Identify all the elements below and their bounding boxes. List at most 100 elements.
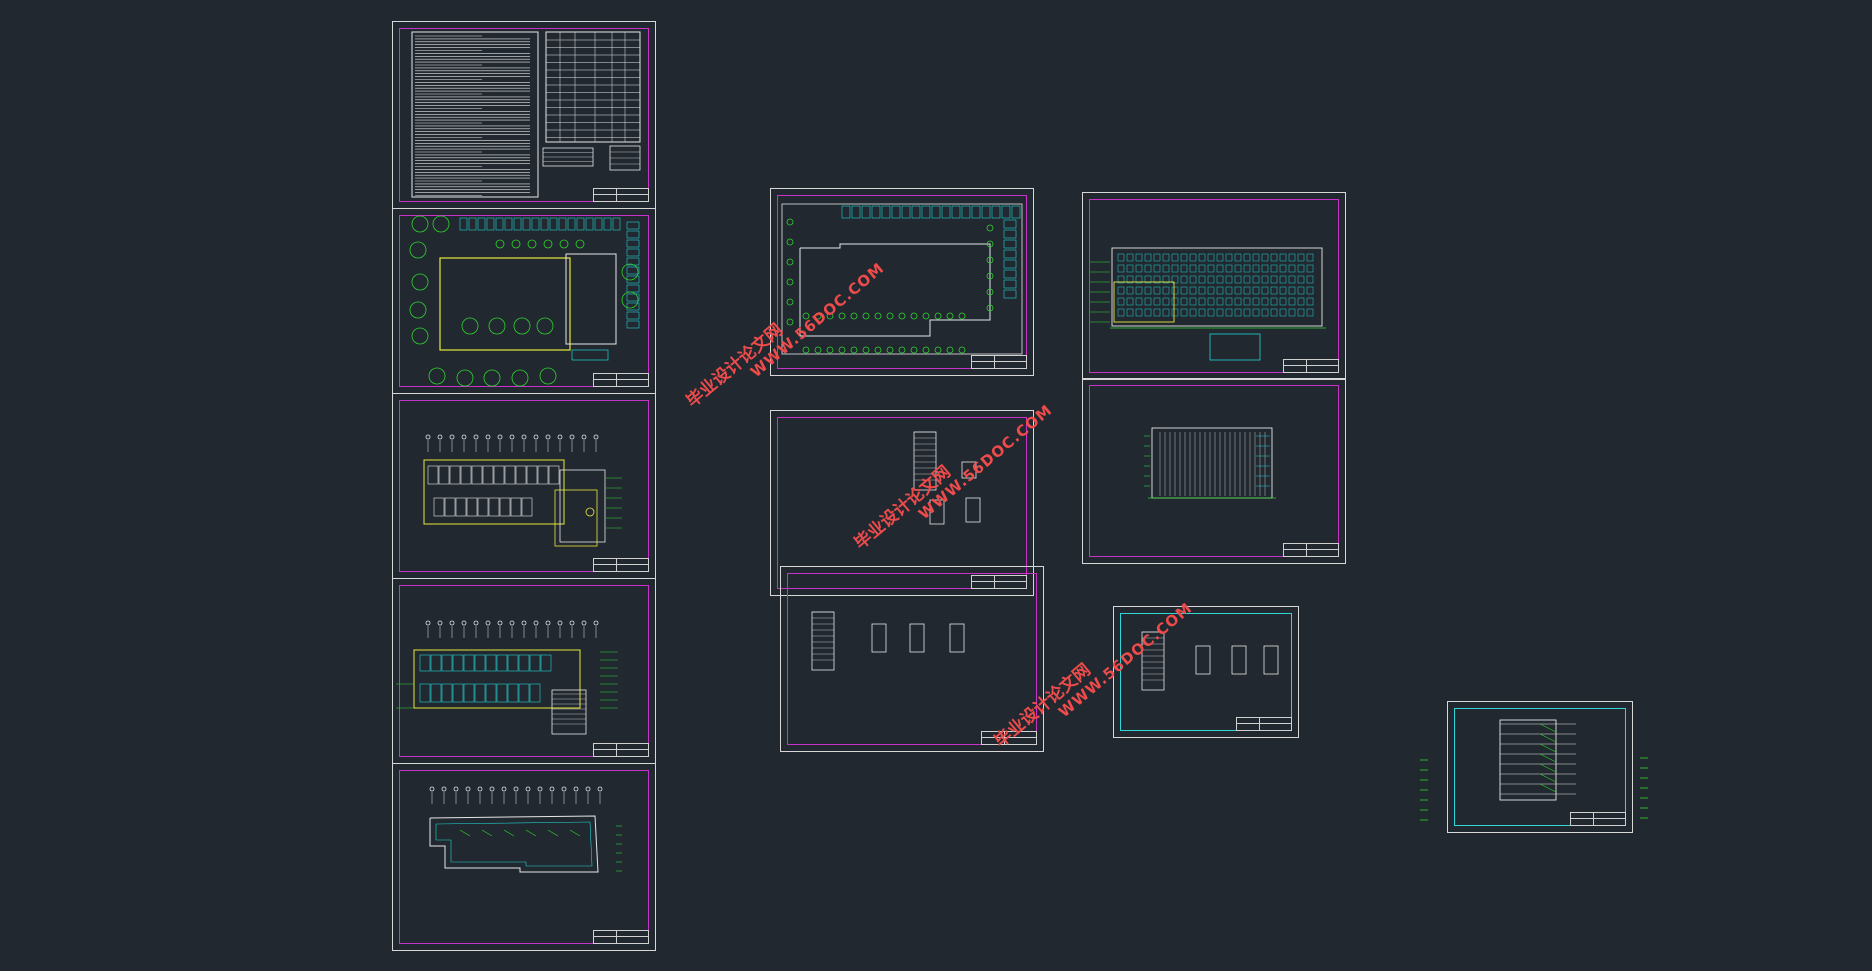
window <box>1162 297 1170 306</box>
axis-bubble <box>485 620 491 626</box>
schedule-table <box>545 31 641 143</box>
window <box>1117 308 1125 317</box>
tree-icon <box>428 367 446 385</box>
parking-space <box>1003 269 1017 279</box>
window <box>1270 253 1278 262</box>
building-wing <box>565 253 617 345</box>
parking-space <box>1003 259 1017 269</box>
detail-small <box>871 623 887 653</box>
axis-bubble <box>509 434 515 440</box>
window <box>1117 297 1125 306</box>
parking-space <box>558 217 567 231</box>
parking-space <box>626 302 640 311</box>
roof-outline <box>429 815 599 873</box>
room <box>452 683 464 703</box>
room <box>488 497 500 517</box>
parking-space <box>626 248 640 257</box>
parking-space <box>504 217 513 231</box>
room <box>430 683 442 703</box>
window <box>1261 308 1269 317</box>
window <box>1117 253 1125 262</box>
room <box>496 654 508 672</box>
room <box>504 465 516 485</box>
parking-space <box>594 217 603 231</box>
sheet-section[interactable] <box>1447 701 1633 833</box>
parking-space <box>626 230 640 239</box>
room <box>548 465 560 485</box>
shrub-icon <box>934 312 942 320</box>
tree-icon <box>511 369 529 387</box>
window <box>1189 308 1197 317</box>
parking-space <box>911 205 921 219</box>
section-outline <box>1499 719 1557 801</box>
shrub-icon <box>874 346 882 354</box>
window <box>1171 275 1179 284</box>
parking-space <box>495 217 504 231</box>
room <box>526 465 538 485</box>
detail-column <box>811 611 835 671</box>
window <box>1135 308 1143 317</box>
parking-space <box>626 311 640 320</box>
axis-bubble <box>473 434 479 440</box>
tree-icon <box>411 273 429 291</box>
axis-bubble <box>573 786 579 792</box>
window <box>1270 275 1278 284</box>
title-block <box>981 731 1037 745</box>
shrub-icon <box>814 312 822 320</box>
window <box>1153 286 1161 295</box>
section-stair <box>1539 783 1557 793</box>
sheet-details-c[interactable] <box>1113 606 1299 738</box>
detail-small <box>1231 645 1247 675</box>
axis-bubble <box>489 786 495 792</box>
window <box>1198 308 1206 317</box>
tree-icon <box>986 304 994 312</box>
shrub-icon <box>946 346 954 354</box>
title-block <box>593 930 649 944</box>
parking-space <box>576 217 585 231</box>
window <box>1135 275 1143 284</box>
parking-space <box>861 205 871 219</box>
window <box>1198 253 1206 262</box>
tree-icon <box>986 256 994 264</box>
axis-bubble <box>569 434 575 440</box>
window <box>1279 286 1287 295</box>
sheet-details-b[interactable] <box>780 566 1044 752</box>
window <box>1126 297 1134 306</box>
room <box>474 654 486 672</box>
shrub-icon <box>874 312 882 320</box>
window <box>1279 253 1287 262</box>
window <box>1306 286 1314 295</box>
window <box>1261 264 1269 273</box>
window <box>1225 308 1233 317</box>
sheet-general-plan[interactable] <box>770 188 1034 376</box>
room <box>507 654 519 672</box>
window <box>1288 264 1296 273</box>
window <box>1261 253 1269 262</box>
room <box>433 497 445 517</box>
window <box>1306 275 1314 284</box>
title-block <box>593 558 649 572</box>
window <box>1243 275 1251 284</box>
sheet-side-elevation[interactable] <box>1082 378 1346 564</box>
sheet-front-elevation[interactable] <box>1082 192 1346 380</box>
shrub-icon <box>886 346 894 354</box>
axis-bubble <box>593 620 599 626</box>
tree-icon <box>621 263 639 281</box>
axis-bubble <box>425 434 431 440</box>
shrub-icon <box>910 346 918 354</box>
parking-space <box>626 221 640 230</box>
sheet-details-a[interactable] <box>770 410 1034 596</box>
window <box>1171 286 1179 295</box>
window <box>1180 297 1188 306</box>
detail-small <box>949 623 965 653</box>
window <box>1189 253 1197 262</box>
window <box>1225 275 1233 284</box>
parking-space <box>477 217 486 231</box>
shrub-icon <box>814 346 822 354</box>
axis-bubble <box>497 434 503 440</box>
title-block <box>971 575 1027 589</box>
axis-bubble <box>533 620 539 626</box>
window <box>1297 297 1305 306</box>
sheet-roof-plan[interactable] <box>392 763 656 951</box>
